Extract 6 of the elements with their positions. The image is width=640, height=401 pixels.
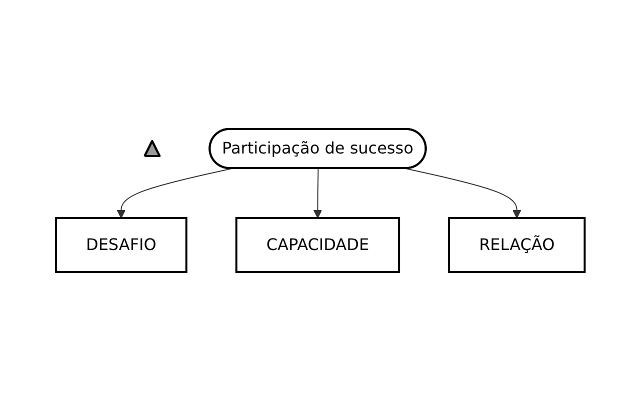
arrow bbox=[116, 168, 232, 218]
node-box: RELAÇÃO bbox=[448, 217, 586, 273]
node-box: DESAFIO bbox=[54, 217, 187, 273]
arrow bbox=[312, 168, 322, 218]
arrow bbox=[404, 168, 521, 218]
node-box: CAPACIDADE bbox=[235, 217, 400, 273]
